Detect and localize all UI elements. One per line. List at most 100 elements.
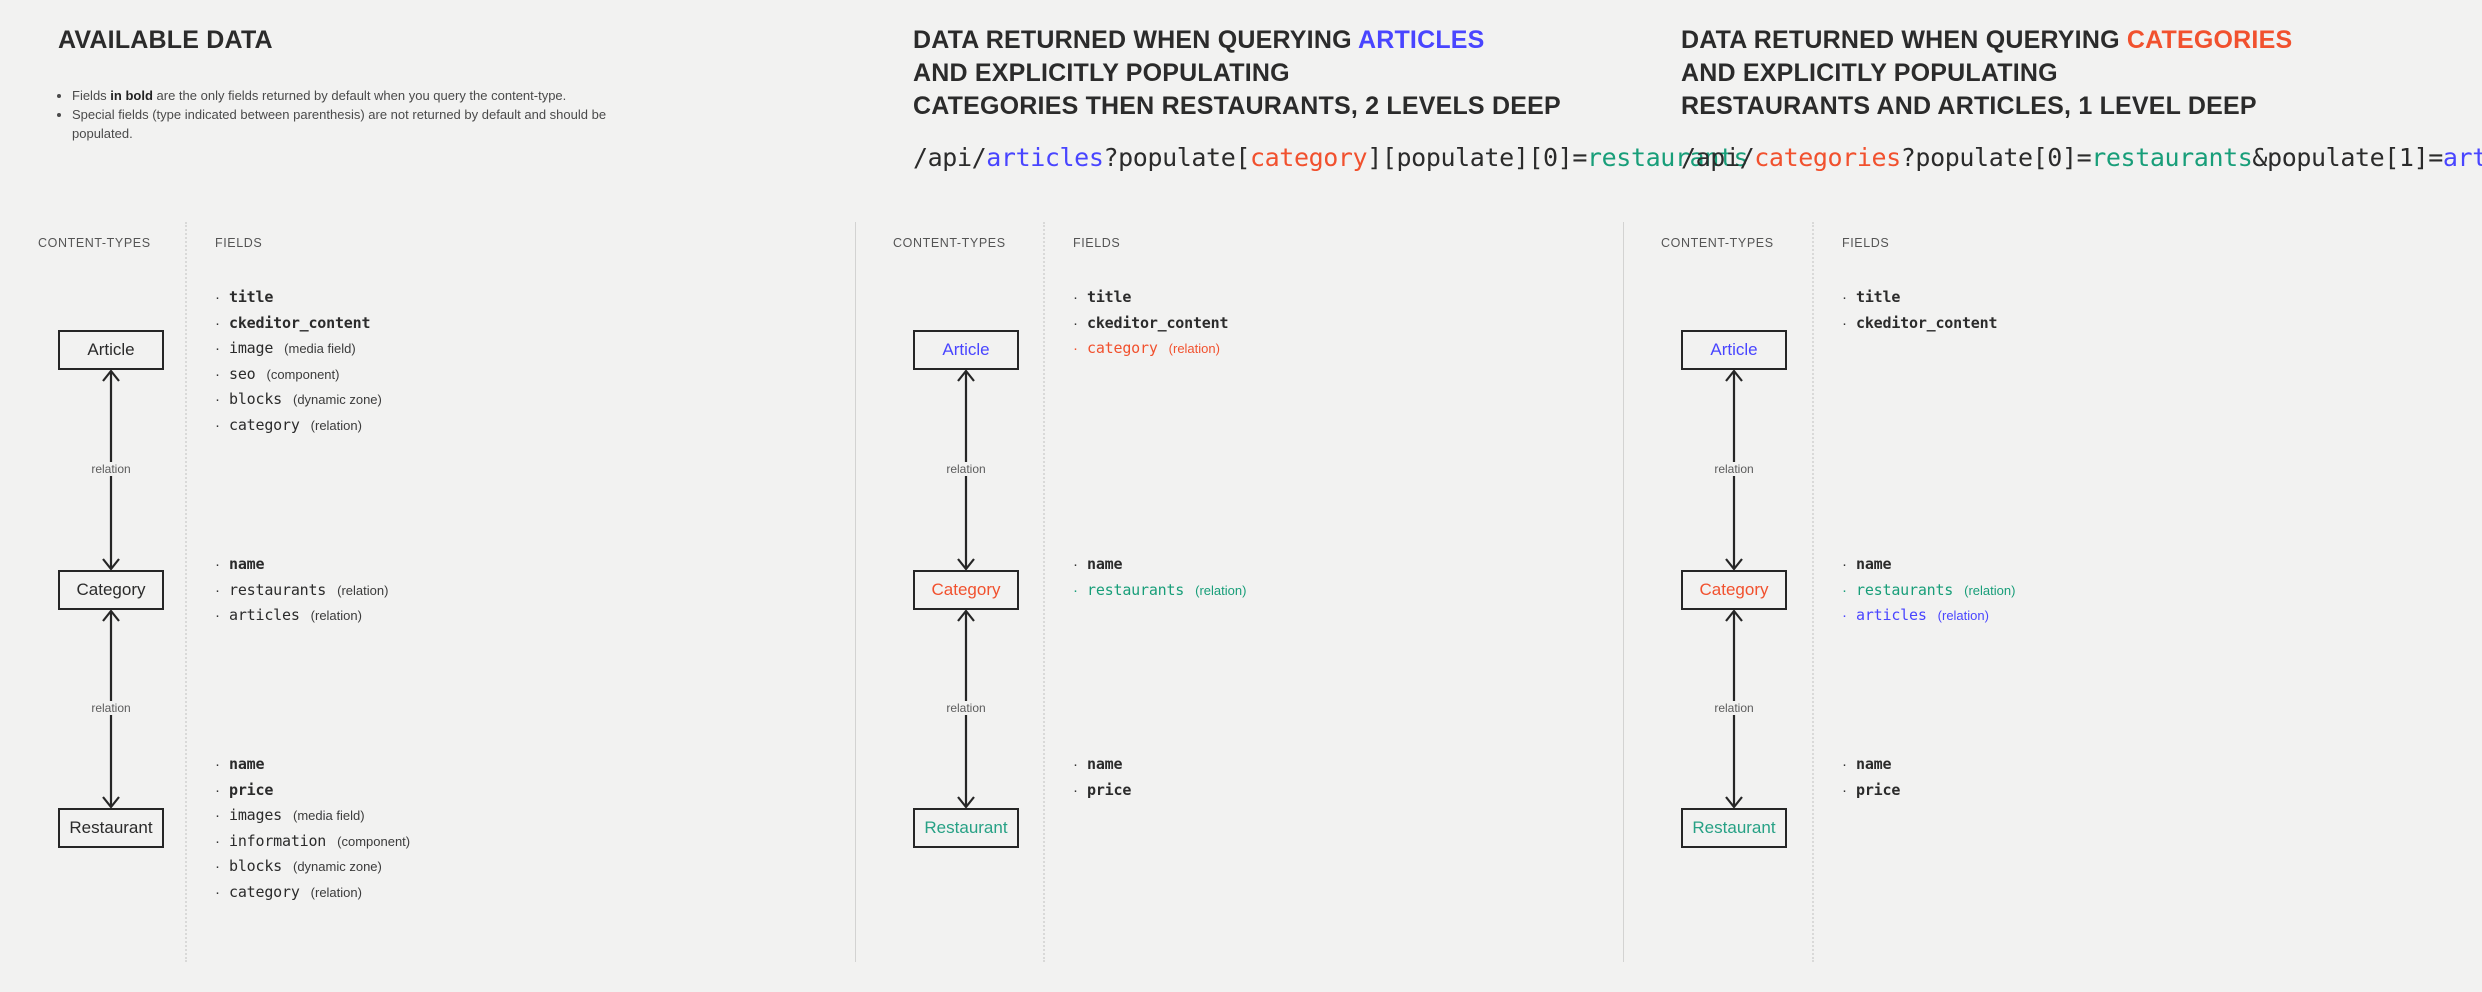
caption-fields: FIELDS [1073, 236, 1121, 250]
field-name: name [1856, 755, 1892, 773]
entity-label: Restaurant [69, 818, 153, 837]
entity-box-category[interactable]: Category [58, 570, 164, 610]
bullet-icon: · [1842, 781, 1847, 799]
relation-label: relation [942, 462, 990, 476]
bullet-icon: · [1073, 556, 1078, 573]
entity-label: Category [931, 580, 1001, 599]
bullet-icon: · [1073, 781, 1078, 799]
field-name: image [229, 339, 274, 357]
field-row: ·blocks(dynamic zone) [215, 857, 410, 883]
api-fragment: restaurants [1587, 143, 1749, 172]
field-name: category [229, 415, 300, 434]
field-name: name [1087, 755, 1123, 773]
api-endpoint: /api/articles?populate[category][populat… [913, 143, 1749, 172]
panel-heading-line: RESTAURANTS AND ARTICLES, 1 LEVEL DEEP [1681, 90, 2257, 123]
bullet-icon: · [215, 883, 220, 901]
entity-label: Article [942, 340, 990, 359]
bullet-icon: · [1842, 756, 1847, 773]
bullet-icon: · [215, 581, 220, 599]
field-name: images [229, 806, 282, 824]
field-name: category [229, 882, 300, 901]
api-fragment: ?populate[ [1103, 143, 1250, 172]
field-type: (relation) [310, 417, 362, 433]
field-row: ·seo(component) [215, 365, 382, 391]
api-fragment: ?populate[0]= [1900, 143, 2092, 172]
bullet-icon: · [215, 781, 220, 799]
relation-label: relation [1710, 462, 1758, 476]
field-name: ckeditor_content [1856, 313, 1998, 332]
panel-heading-line: AVAILABLE DATA [58, 24, 273, 57]
field-name: name [1856, 555, 1892, 573]
entity-box-restaurant[interactable]: Restaurant [913, 808, 1019, 848]
field-name: restaurants [1087, 580, 1185, 599]
legend-list: Fields in bold are the only fields retur… [56, 86, 616, 143]
entity-label: Category [76, 580, 146, 599]
api-fragment: articles [2442, 143, 2482, 172]
field-name: price [1856, 780, 1901, 799]
field-name: blocks [229, 857, 282, 875]
field-type: (component) [266, 366, 340, 382]
api-fragment: ][populate][0]= [1367, 143, 1587, 172]
bullet-icon: · [1073, 581, 1078, 599]
entity-label: Article [1710, 340, 1758, 359]
bullet-icon: · [1073, 289, 1078, 306]
field-group-category: ·name·restaurants(relation) [1073, 555, 1246, 606]
panel-available-data: AVAILABLE DATA Fields in bold are the onl… [0, 0, 855, 992]
entity-label: Restaurant [1692, 818, 1776, 837]
bullet-icon: · [215, 556, 220, 573]
field-name: name [229, 755, 265, 773]
bullet-icon: · [1073, 756, 1078, 773]
field-row: ·price [215, 781, 410, 807]
field-name: price [1087, 780, 1132, 799]
api-fragment: &populate[1]= [2252, 143, 2443, 172]
entity-box-article[interactable]: Article [913, 330, 1019, 370]
entity-box-article[interactable]: Article [58, 330, 164, 370]
entity-box-article[interactable]: Article [1681, 330, 1787, 370]
bullet-icon: · [215, 365, 220, 383]
panel-divider [855, 222, 856, 962]
entity-label: Category [1699, 580, 1769, 599]
field-type: (relation) [310, 884, 362, 900]
field-name: information [229, 831, 327, 850]
entity-box-category[interactable]: Category [913, 570, 1019, 610]
field-row: · category (relation) [215, 883, 410, 909]
bullet-icon: · [1842, 581, 1847, 599]
heading-fragment: AND EXPLICITLY POPULATING [913, 59, 1290, 87]
field-row: ·articles(relation) [215, 606, 388, 632]
field-row: ·image(media field) [215, 339, 382, 365]
field-type: (dynamic zone) [293, 392, 382, 407]
field-type: (media field) [293, 808, 365, 823]
caption-fields: FIELDS [1842, 236, 1890, 250]
bullet-icon: · [1073, 314, 1078, 332]
field-name: restaurants [229, 580, 327, 599]
caption-content-types: CONTENT-TYPES [893, 236, 1006, 250]
heading-fragment: DATA RETURNED WHEN QUERYING [1681, 26, 2127, 54]
entity-box-restaurant[interactable]: Restaurant [1681, 808, 1787, 848]
field-row: ·name [215, 755, 410, 781]
bullet-icon: · [215, 858, 220, 875]
relation-label: relation [87, 462, 135, 476]
api-endpoint: /api/categories?populate[0]=restaurants&… [1681, 143, 2482, 172]
entity-box-restaurant[interactable]: Restaurant [58, 808, 164, 848]
field-row: ·blocks(dynamic zone) [215, 390, 382, 416]
field-row: · price [1073, 781, 1131, 807]
field-row: ·name [215, 555, 388, 581]
panel-heading-line: DATA RETURNED WHEN QUERYING ARTICLES [913, 24, 1485, 57]
column-divider [185, 222, 187, 962]
heading-fragment: CATEGORIES THEN RESTAURANTS, 2 LEVELS DE… [913, 92, 1561, 120]
legend-item: Fields in bold are the only fields retur… [72, 86, 616, 105]
field-name: restaurants [1856, 580, 1954, 599]
heading-fragment: AVAILABLE DATA [58, 26, 273, 54]
field-group-article: ·title·ckeditor_content·category(relatio… [1073, 288, 1228, 365]
field-row: ·ckeditor_content [1842, 314, 1997, 340]
field-row: ·information(component) [215, 832, 410, 858]
api-fragment: restaurants [2091, 143, 2253, 172]
api-fragment: articles [986, 143, 1104, 172]
bullet-icon: · [1842, 556, 1847, 573]
field-row: ·restaurants(relation) [215, 581, 388, 607]
api-fragment: /api/ [913, 143, 987, 172]
column-divider [1812, 222, 1814, 962]
entity-box-category[interactable]: Category [1681, 570, 1787, 610]
